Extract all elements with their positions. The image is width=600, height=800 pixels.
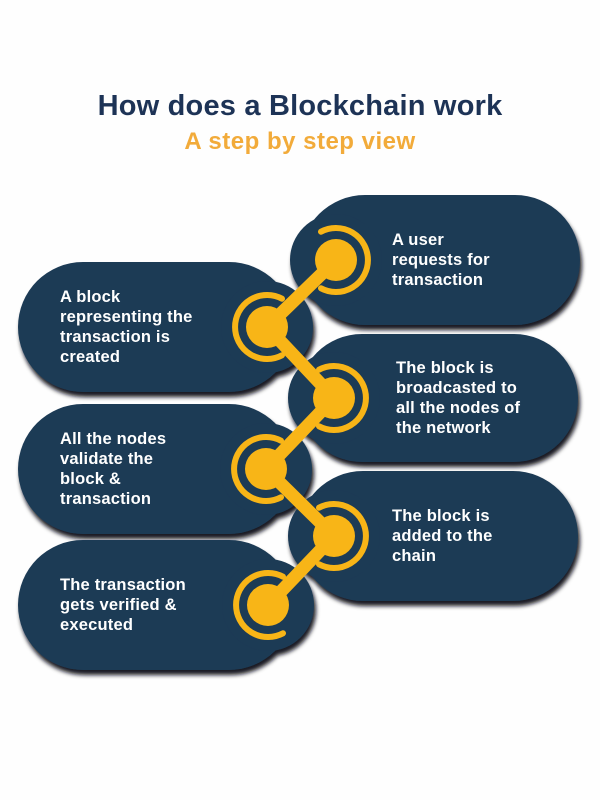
node-circle-1 (315, 239, 357, 281)
step-label-line: created (60, 348, 121, 366)
node-circle-4 (245, 448, 287, 490)
step-label-line: All the nodes (60, 430, 167, 448)
step-label-line: A user (392, 231, 444, 249)
step-label-line: transaction is (60, 328, 171, 346)
step-label-line: block & (60, 470, 121, 488)
step-label-line: broadcasted to (396, 379, 518, 397)
step-label-line: executed (60, 616, 134, 634)
step-label-2: A block representing the transaction is … (60, 262, 270, 392)
step-label-line: The block is (396, 359, 494, 377)
page-title: How does a Blockchain work (97, 90, 503, 122)
step-label-line: the network (396, 419, 491, 437)
step-label-3: The block is broadcasted to all the node… (396, 334, 576, 462)
step-label-line: transaction (392, 271, 484, 289)
step-label-line: transaction (60, 490, 152, 508)
step-label-line: validate the (60, 450, 154, 468)
node-arc-5 (316, 501, 369, 571)
step-label-line: gets verified & (60, 596, 177, 614)
step-label-1: A user requests for transaction (392, 195, 567, 325)
step-label-line: A block (60, 288, 121, 306)
step-label-line: requests for (392, 251, 490, 269)
node-circle-3 (313, 377, 355, 419)
step-label-line: The block is (392, 507, 490, 525)
node-arc-2 (232, 292, 285, 362)
step-label-line: representing the (60, 308, 193, 326)
step-label-5: The block is added to the chain (392, 471, 567, 601)
step-label-line: chain (392, 547, 437, 565)
node-arc-6 (233, 570, 286, 640)
step-label-line: all the nodes of (396, 399, 521, 417)
step-label-6: The transaction gets verified & executed (60, 540, 270, 670)
node-arc-1 (318, 225, 371, 295)
node-arc-4 (231, 434, 284, 504)
step-label-line: added to the (392, 527, 493, 545)
node-circle-2 (246, 306, 288, 348)
step-label-4: All the nodes validate the block & trans… (60, 404, 260, 534)
page-subtitle: A step by step view (184, 128, 416, 155)
step-label-line: The transaction (60, 576, 186, 594)
node-circle-6 (247, 584, 289, 626)
node-arc-3 (316, 363, 369, 433)
node-circle-5 (313, 515, 355, 557)
